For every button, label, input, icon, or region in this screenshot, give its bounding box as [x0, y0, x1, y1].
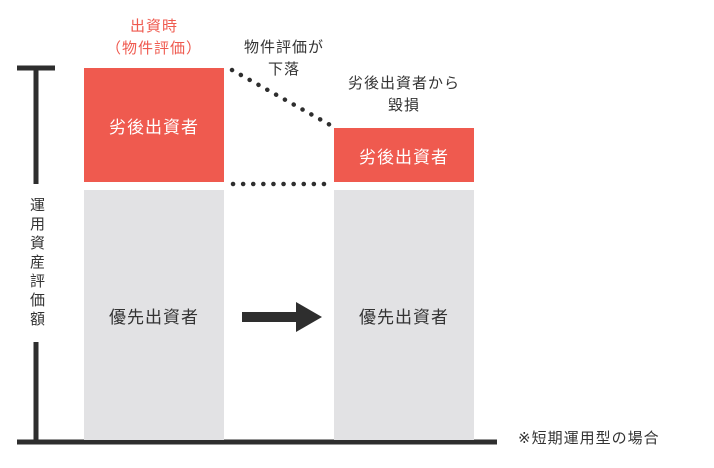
footnote: ※短期運用型の場合	[518, 429, 660, 447]
before-subordinate-label: 劣後出資者	[109, 117, 199, 138]
before-senior-label: 優先出資者	[109, 307, 199, 328]
arrow-head-icon	[296, 302, 322, 332]
after-senior-block: 優先出資者	[334, 190, 474, 440]
before-senior-block: 優先出資者	[84, 190, 224, 440]
before-header-line2: （物件評価）	[105, 39, 202, 57]
after-header-line2: 毀損	[387, 96, 420, 114]
axis-label: 運用資産評価額	[26, 184, 48, 342]
before-header-line1: 出資時	[129, 17, 178, 35]
after-subordinate-label: 劣後出資者	[359, 147, 449, 168]
decline-note-line1: 物件評価が	[243, 38, 324, 56]
after-senior-label: 優先出資者	[359, 307, 449, 328]
after-subordinate-block: 劣後出資者	[334, 128, 474, 182]
after-header: 劣後出資者から 毀損	[330, 72, 478, 116]
decline-dotted-line	[229, 67, 335, 129]
decline-note-line2: 下落	[267, 60, 300, 78]
decline-note: 物件評価が 下落	[228, 36, 340, 80]
before-header: 出資時 （物件評価）	[84, 15, 224, 59]
before-subordinate-block: 劣後出資者	[84, 68, 224, 182]
after-header-line1: 劣後出資者から	[347, 74, 460, 92]
